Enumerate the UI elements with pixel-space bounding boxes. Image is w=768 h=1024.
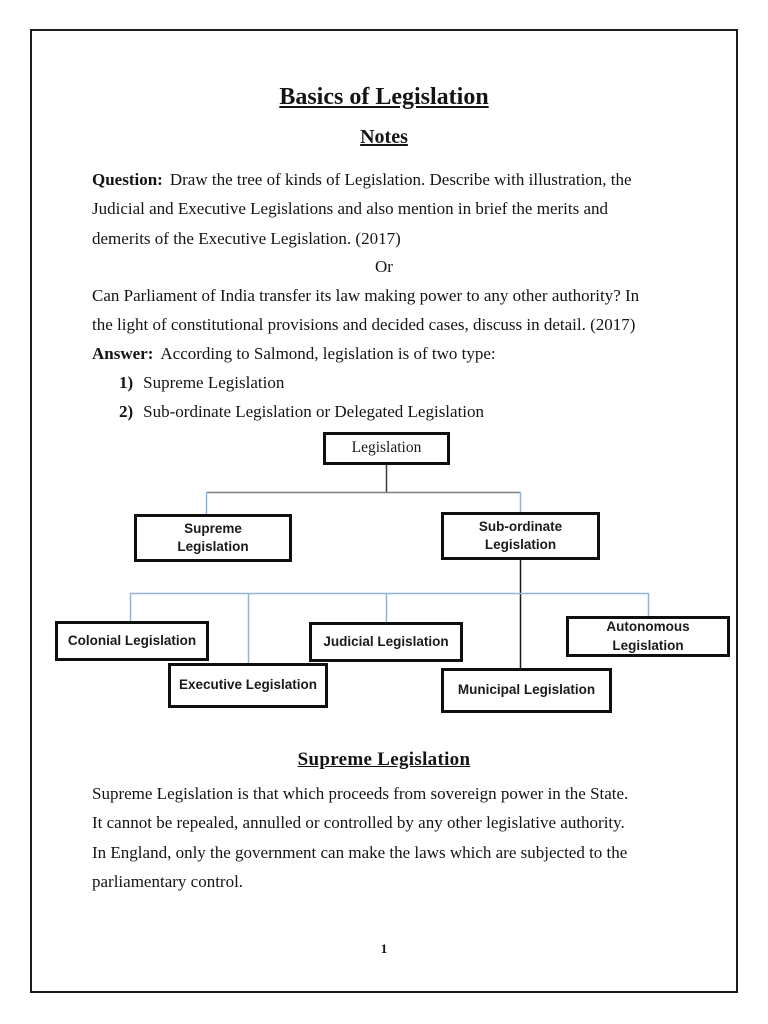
answer-label: Answer:: [92, 344, 154, 363]
node-label: Executive Legislation: [178, 677, 318, 693]
section-line: Supreme Legislation is that which procee…: [92, 784, 629, 803]
or-separator: Or: [375, 257, 393, 276]
question-label: Question:: [92, 170, 163, 189]
diagram-node-autonomous-legislation: Autonomous Legislation: [566, 616, 730, 657]
diagram-node-colonial-legislation: Colonial Legislation: [55, 621, 209, 661]
question-line: demerits of the Executive Legislation. (…: [92, 228, 401, 248]
diagram-node-subordinate-legislation: Sub-ordinate Legislation: [441, 512, 600, 560]
list-item-text: Sub-ordinate Legislation or Delegated Le…: [143, 402, 485, 422]
node-label: Judicial Legislation: [323, 633, 449, 649]
node-label: Legislation: [351, 439, 422, 457]
diagram-node-executive-legislation: Executive Legislation: [168, 663, 328, 708]
alt-question-paragraph: Can Parliament of India transfer its law…: [92, 281, 692, 340]
node-label: Municipal Legislation: [457, 682, 596, 698]
list-item: 2) Sub-ordinate Legislation or Delegated …: [119, 397, 484, 426]
document-title: Basics of Legislation: [279, 84, 489, 110]
list-item-number: 1): [119, 373, 134, 392]
list-item: 1) Supreme Legislation: [119, 368, 484, 397]
node-label-line: Supreme: [184, 520, 242, 536]
list-item-number: 2): [119, 402, 134, 422]
list-item-text: Supreme Legislation: [143, 373, 285, 392]
section-heading-supreme-legislation: Supreme Legislation: [297, 749, 471, 770]
question-text: Draw the tree of kinds of Legislation. D…: [169, 170, 632, 189]
diagram-node-supreme-legislation: Supreme Legislation: [134, 514, 292, 562]
diagram-node-judicial-legislation: Judicial Legislation: [309, 622, 463, 662]
question-paragraph: Question: Draw the tree of kinds of Legis…: [92, 165, 692, 253]
node-label: Colonial Legislation: [67, 632, 197, 648]
notes-heading: Notes: [360, 126, 408, 148]
node-label: Autonomous Legislation: [606, 619, 690, 653]
answer-paragraph: Answer: According to Salmond, legislation…: [92, 339, 692, 368]
node-label-line: Sub-ordinate: [478, 518, 563, 534]
diagram-node-legislation: Legislation: [323, 432, 450, 465]
legislation-type-list: 1) Supreme Legislation 2) Sub-ordinate Leg…: [119, 368, 484, 427]
answer-line: Answer: According to Salmond, legislation…: [92, 339, 692, 368]
alt-question-line: the light of constitutional provisions a…: [92, 315, 636, 335]
section-line: In England, only the government can make…: [92, 842, 628, 862]
alt-question-line: Can Parliament of India transfer its law…: [92, 286, 640, 305]
diagram-node-municipal-legislation: Municipal Legislation: [441, 668, 612, 713]
question-line: Judicial and Executive Legislations and …: [92, 199, 609, 219]
question-line: Question: Draw the tree of kinds of Legis…: [92, 165, 692, 194]
section-line: parliamentary control.: [92, 871, 244, 891]
section-paragraph: Supreme Legislation is that which procee…: [92, 779, 692, 896]
section-line: It cannot be repealed, annulled or contr…: [92, 813, 625, 833]
page-number: 1: [380, 941, 388, 956]
page-border: [30, 29, 738, 993]
answer-text: According to Salmond, legislation is of …: [160, 344, 496, 363]
node-label-line: Legislation: [177, 539, 249, 554]
node-label-line: Legislation: [484, 537, 557, 552]
